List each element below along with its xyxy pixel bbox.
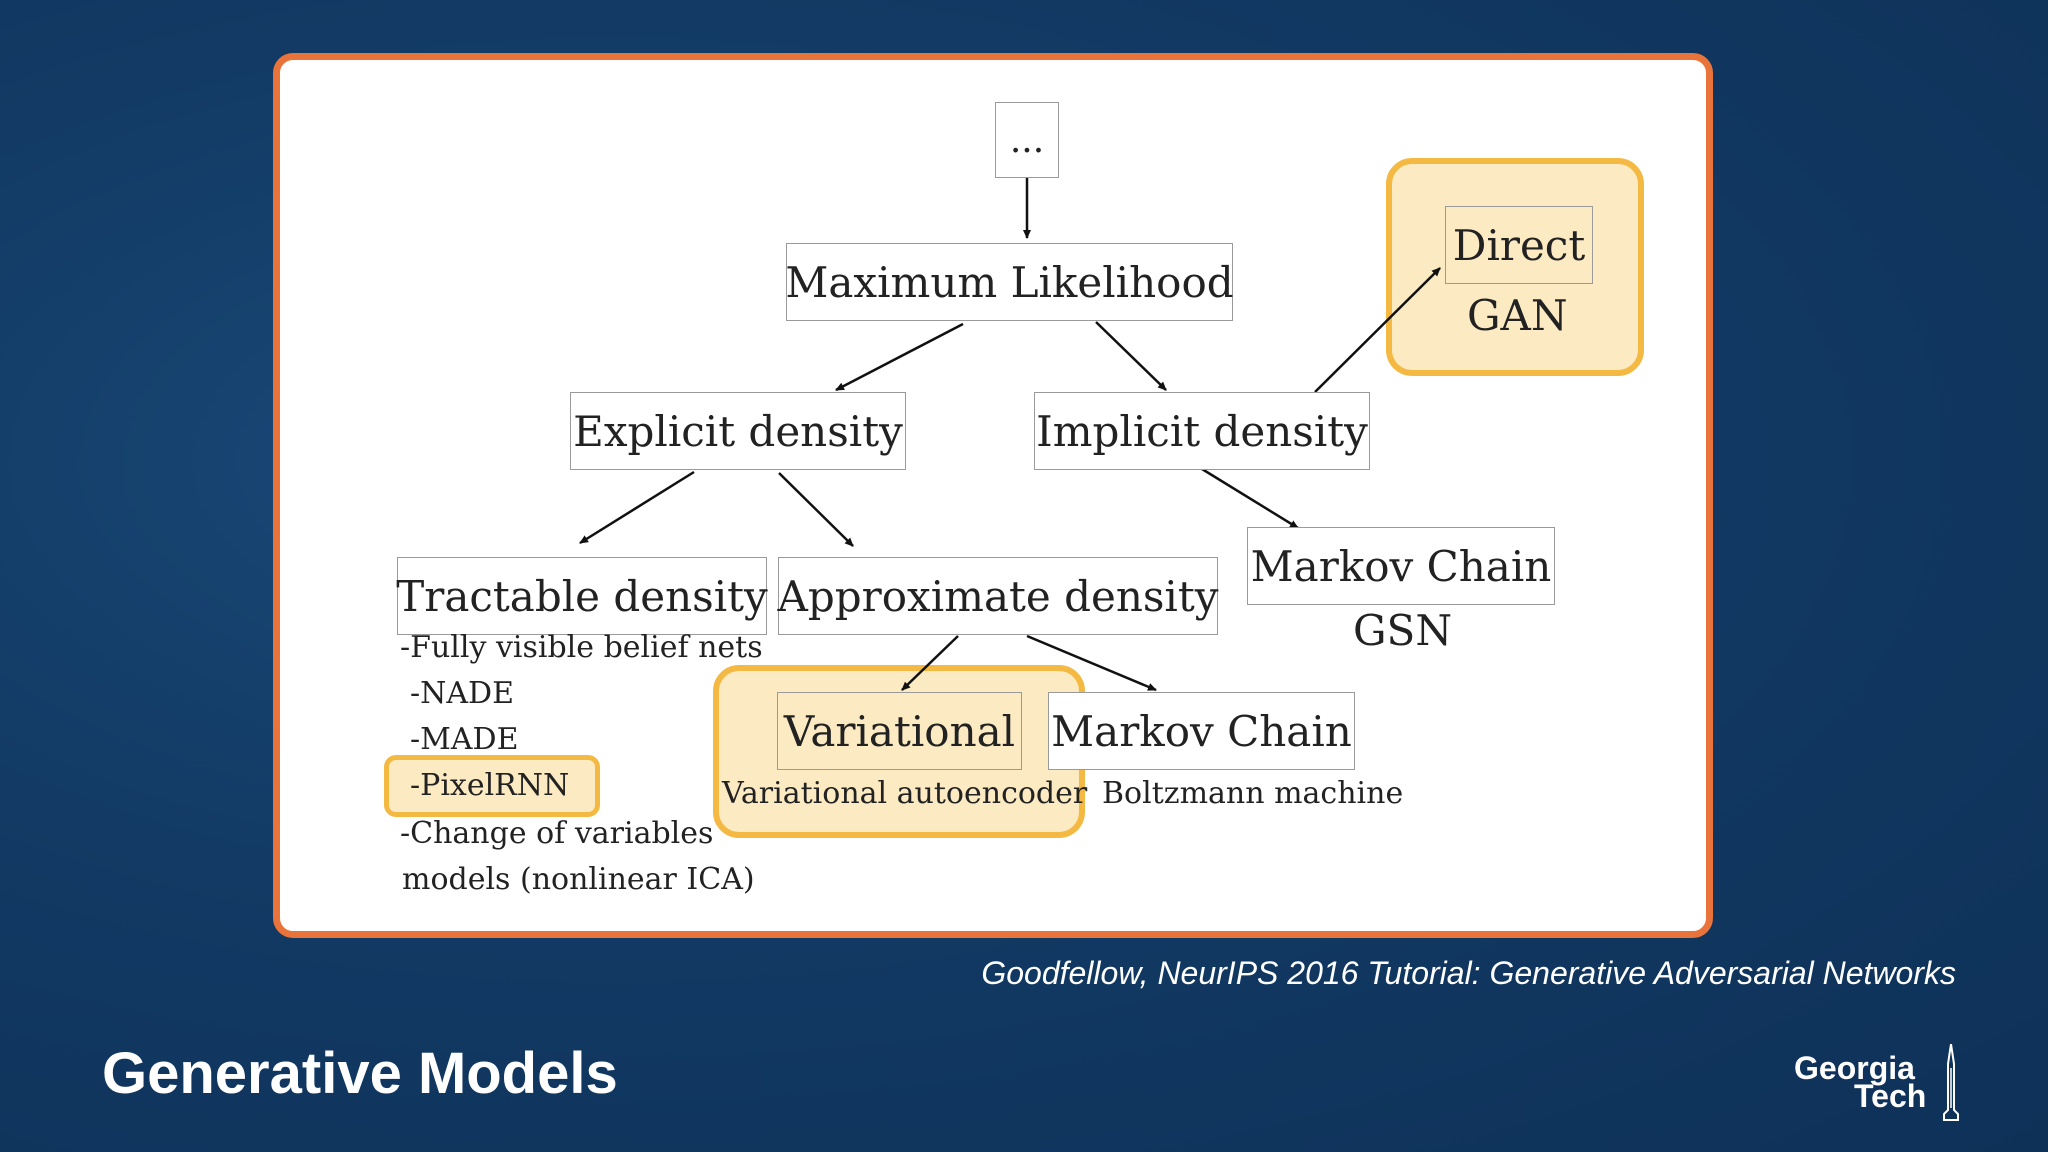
node-maximum-likelihood: Maximum Likelihood [785,243,1234,321]
highlight-pixelrnn [384,755,600,817]
node-approximate-density: Approximate density [778,557,1218,635]
slide-title: Generative Models [102,1041,618,1106]
tractable-item: models (nonlinear ICA) [402,862,755,897]
tractable-item: -MADE [410,722,519,757]
node-direct: Direct [1445,206,1593,284]
node-root: ... [995,102,1059,178]
diagram-panel [273,53,1713,938]
georgia-tech-logo: Georgia Tech [1790,1044,1970,1121]
highlight-gan [1386,158,1644,376]
logo-line1: Georgia [1794,1050,1915,1086]
edge-implicit-to-direct [1314,267,1441,393]
edge-explicit-to-tractable [579,470,695,545]
tractable-item: -Fully visible belief nets [400,630,763,665]
citation: Goodfellow, NeurIPS 2016 Tutorial: Gener… [981,955,1956,991]
node-variational: Variational [777,692,1022,770]
tower-icon [1943,1044,1959,1121]
edge-implicit-to-markov [1201,467,1299,530]
node-implicit-density: Implicit density [1034,392,1370,470]
label-gan: GAN [1467,291,1568,340]
tractable-item: -Change of variables [400,816,714,851]
edge-explicit-to-approximate [778,472,854,547]
edge-approximate-to-variational [901,635,959,691]
tractable-item: -NADE [410,676,515,711]
logo-line2: Tech [1854,1078,1927,1114]
label-boltzmann-machine: Boltzmann machine [1102,776,1404,811]
node-explicit-density: Explicit density [570,392,906,470]
node-markov-chain-gsn: Markov Chain [1247,527,1555,605]
edge-ml-to-implicit [1095,321,1167,391]
edge-ml-to-explicit [835,322,964,392]
node-tractable-density: Tractable density [396,557,768,635]
node-markov-chain-boltzmann: Markov Chain [1048,692,1355,770]
highlight-variational [713,665,1085,838]
label-variational-autoencoder: Variational autoencoder [722,776,1088,811]
label-gsn: GSN [1353,606,1453,655]
tractable-item-pixelrnn: -PixelRNN [410,768,570,803]
edge-approximate-to-markov [1026,634,1157,692]
